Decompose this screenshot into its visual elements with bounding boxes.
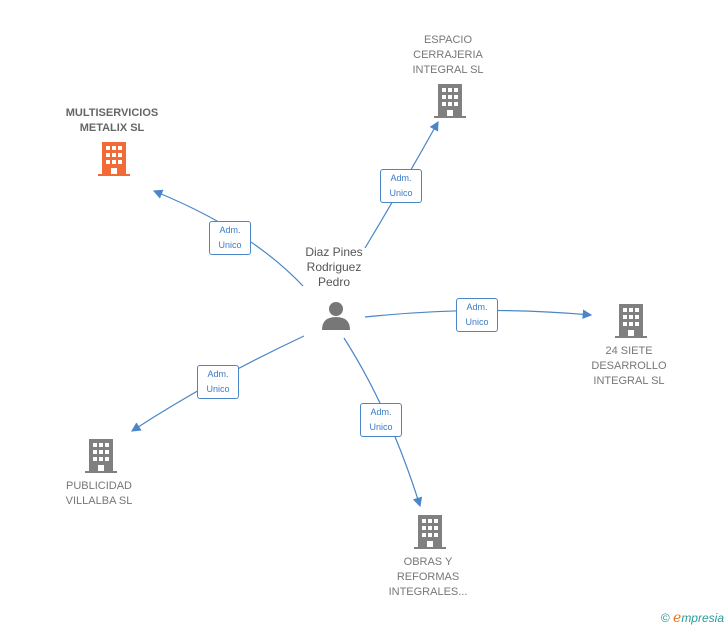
company-name-obras[interactable]: OBRAS Y REFORMAS INTEGRALES... [388, 556, 468, 598]
relation-label[interactable]: Adm. Unico [197, 365, 239, 399]
building-icon[interactable] [414, 515, 446, 554]
relation-label[interactable]: Adm. Unico [209, 221, 251, 255]
company-name-publicidad[interactable]: PUBLICIDAD VILLALBA SL [65, 480, 133, 507]
brand-footer: © empresia [661, 610, 724, 626]
building-icon[interactable] [434, 84, 466, 123]
company-name-siete[interactable]: 24 SIETE DESARROLLO INTEGRAL SL [591, 345, 667, 387]
company-name-multiservicios[interactable]: MULTISERVICIOS METALIX SL [65, 107, 159, 134]
relation-label[interactable]: Adm. Unico [360, 403, 402, 437]
relation-label[interactable]: Adm. Unico [456, 298, 498, 332]
person-name[interactable]: Diaz Pines Rodriguez Pedro [305, 245, 363, 289]
building-icon[interactable] [615, 304, 647, 343]
copyright-symbol: © [660, 611, 670, 625]
person-icon[interactable] [321, 300, 351, 335]
brand-logo-text: mpresia [681, 611, 724, 625]
building-icon[interactable] [98, 142, 130, 181]
relation-label[interactable]: Adm. Unico [380, 169, 422, 203]
brand-logo-initial: e [673, 610, 682, 626]
building-icon[interactable] [85, 439, 117, 478]
company-name-espacio[interactable]: ESPACIO CERRAJERIA INTEGRAL SL [412, 34, 484, 76]
